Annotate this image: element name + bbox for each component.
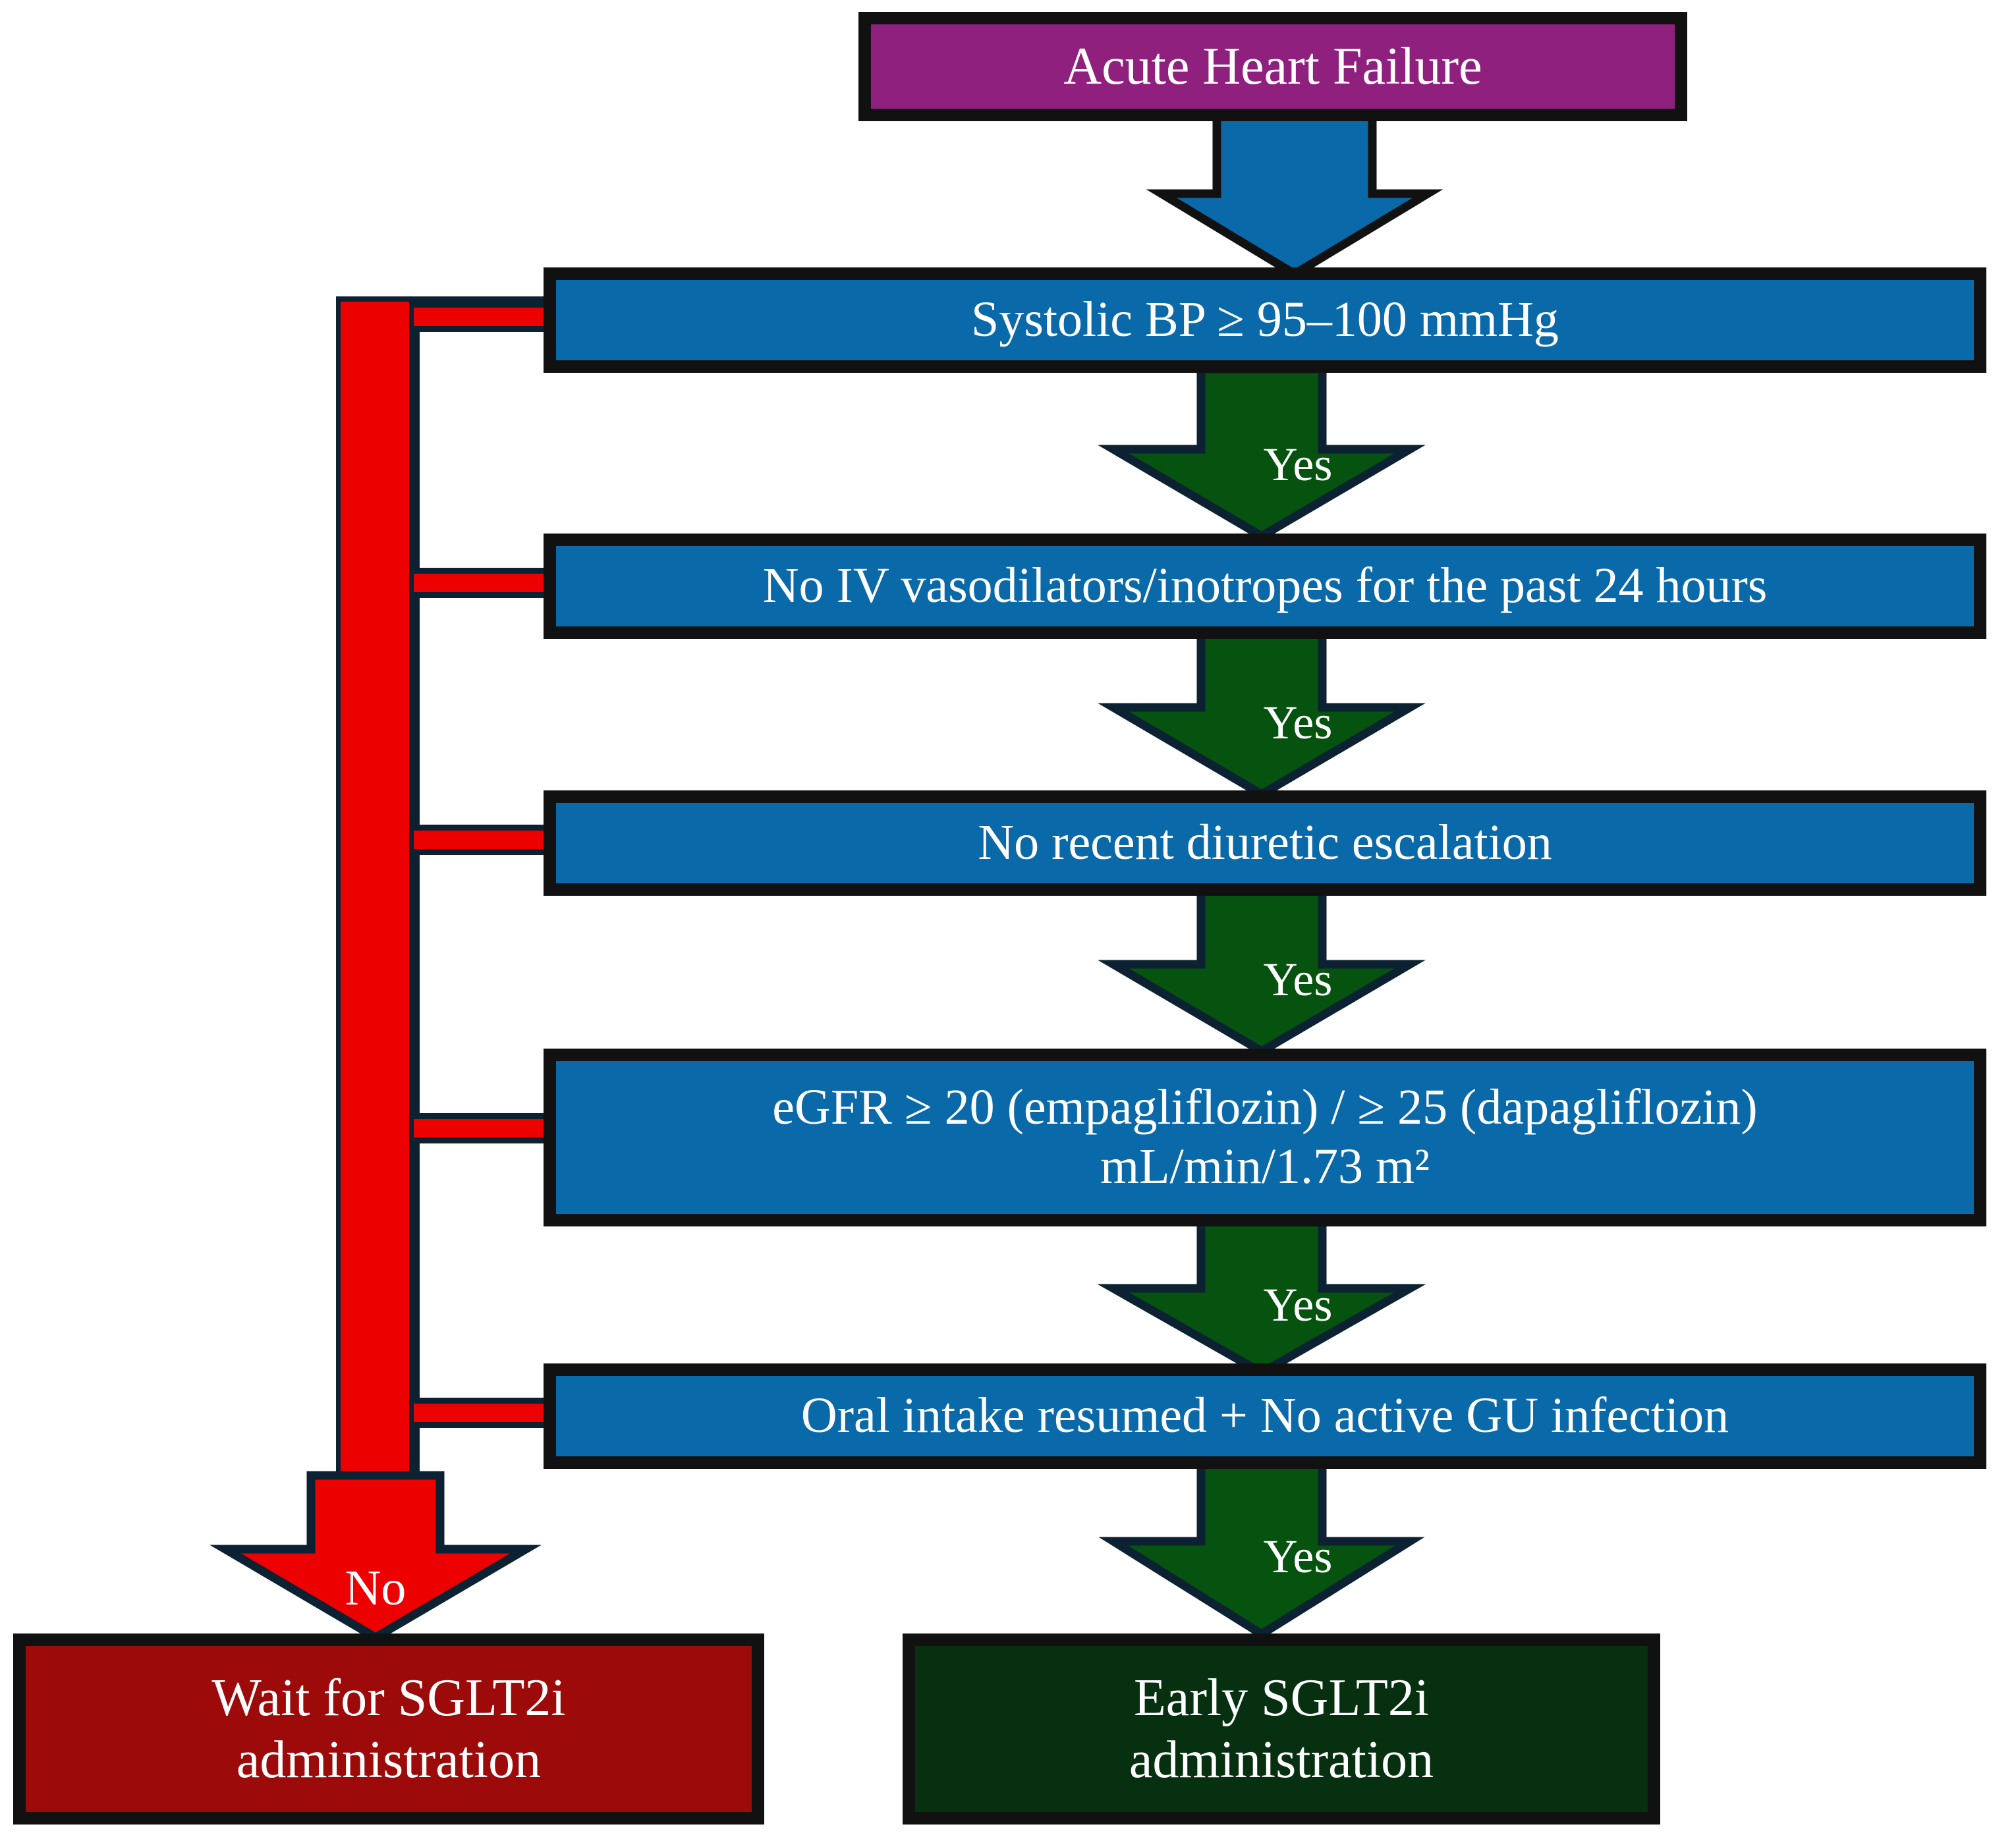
node-egfr-threshold-label: eGFR ≥ 20 (empagliflozin) / ≥ 25 (dapagl…: [772, 1080, 1758, 1194]
node-early-sglt2i-label: Early SGLT2i administration: [1129, 1668, 1434, 1789]
node-acute-heart-failure[interactable]: Acute Heart Failure: [858, 12, 1687, 121]
arrow-yes-3: Yes: [1098, 879, 1426, 1057]
no-stub-oral: [414, 1398, 544, 1428]
no-bus-trunk: [336, 301, 414, 1487]
arrow-yes-5: Yes: [1098, 1459, 1425, 1639]
node-egfr-threshold[interactable]: eGFR ≥ 20 (empagliflozin) / ≥ 25 (dapagl…: [544, 1049, 1986, 1226]
node-no-iv-vasodilators-label: No IV vasodilators/inotropes for the pas…: [762, 558, 1768, 614]
arrow-no: No: [210, 1471, 542, 1643]
no-stub-sbp: [414, 302, 544, 332]
no-bus-trunk-cap: [336, 296, 414, 302]
node-no-diuretic-escalation[interactable]: No recent diuretic escalation: [544, 790, 1986, 896]
arrow-start-to-sbp: [1146, 111, 1443, 279]
node-early-sglt2i[interactable]: Early SGLT2i administration: [903, 1633, 1660, 1825]
node-systolic-bp-label: Systolic BP ≥ 95–100 mmHg: [971, 292, 1559, 348]
no-stub-ivvaso: [414, 568, 544, 598]
node-oral-intake-gu-label: Oral intake resumed + No active GU infec…: [800, 1388, 1729, 1444]
no-stub-diuretic: [414, 825, 544, 855]
node-oral-intake-gu[interactable]: Oral intake resumed + No active GU infec…: [544, 1363, 1986, 1469]
node-acute-heart-failure-label: Acute Heart Failure: [1063, 37, 1482, 96]
node-no-diuretic-escalation-label: No recent diuretic escalation: [978, 815, 1552, 871]
node-wait-for-sglt2i-label: Wait for SGLT2i administration: [211, 1668, 566, 1789]
arrow-yes-4: Yes: [1097, 1207, 1426, 1378]
no-stub-egfr: [414, 1113, 544, 1143]
arrow-yes-2: Yes: [1098, 622, 1426, 800]
node-systolic-bp[interactable]: Systolic BP ≥ 95–100 mmHg: [544, 267, 1986, 373]
arrow-yes-1: Yes: [1098, 364, 1426, 541]
node-wait-for-sglt2i[interactable]: Wait for SGLT2i administration: [13, 1633, 764, 1825]
no-bus-spine: [414, 296, 420, 1515]
no-bus-spine-top: [414, 296, 546, 302]
node-no-iv-vasodilators[interactable]: No IV vasodilators/inotropes for the pas…: [544, 534, 1986, 639]
